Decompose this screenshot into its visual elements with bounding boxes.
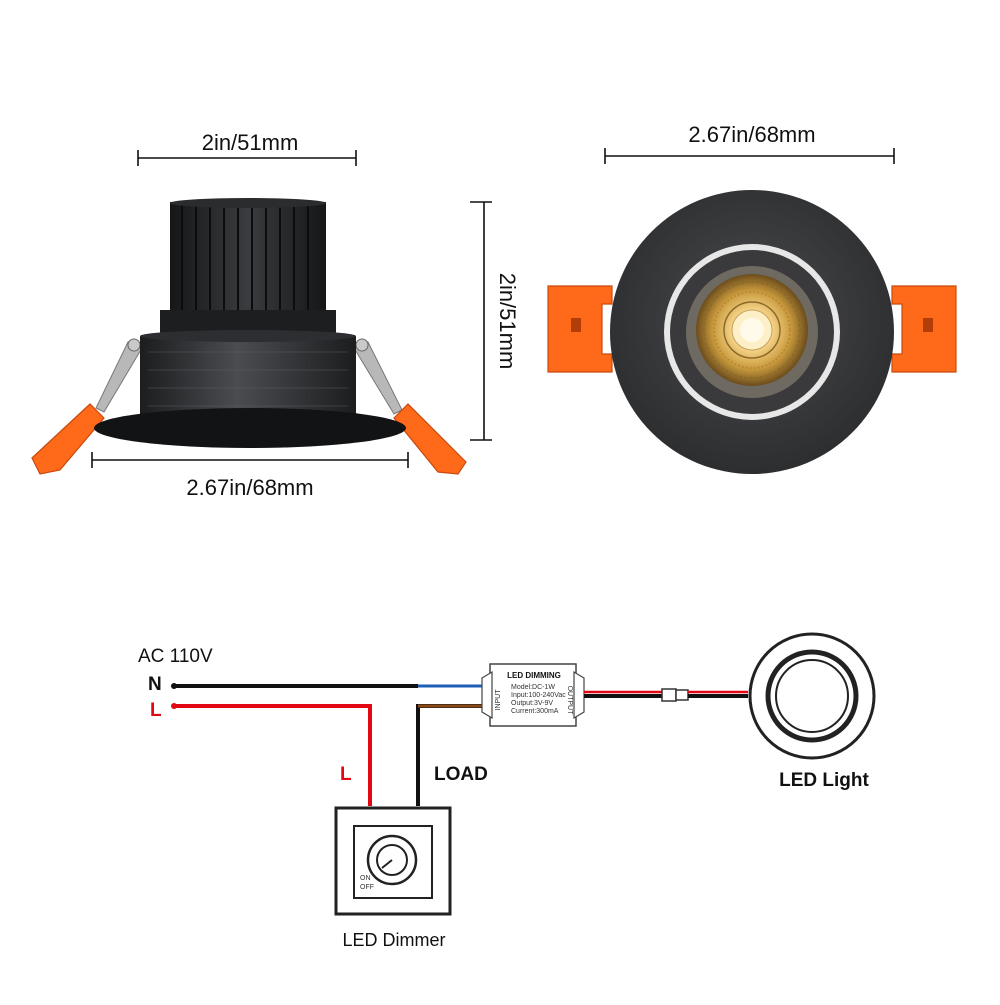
dimmer-off-label: OFF bbox=[360, 884, 374, 891]
driver-fine-print-4: Current:300mA bbox=[511, 708, 559, 715]
load-label: LOAD bbox=[434, 764, 488, 785]
driver-output-side: OUTPUT bbox=[566, 686, 573, 716]
led-light-caption: LED Light bbox=[779, 770, 869, 791]
live-wire bbox=[174, 704, 372, 806]
neutral-label: N bbox=[148, 674, 162, 695]
side-bottom-width-dimension: 2.67in/68mm bbox=[91, 452, 409, 500]
led-driver: LED DIMMING Model:DC-1W Input:100-240Vac… bbox=[481, 663, 585, 727]
driver-fine-print-1: Model:DC-1W bbox=[511, 684, 555, 691]
load-wire bbox=[416, 704, 482, 806]
driver-label: LED DIMMING bbox=[507, 671, 561, 680]
driver-fine-print-3: Output:3V-9V bbox=[511, 700, 553, 707]
front-width-label: 2.67in/68mm bbox=[688, 122, 815, 147]
housing-flange bbox=[94, 408, 406, 448]
spring-clip-right bbox=[353, 338, 467, 475]
led-dimmer: ON OFF bbox=[334, 806, 452, 916]
cable-connector bbox=[661, 688, 689, 702]
front-clip-right bbox=[891, 285, 957, 373]
heat-sink bbox=[170, 198, 326, 312]
led-lens bbox=[696, 274, 808, 386]
side-height-dimension: 2in/51mm bbox=[470, 201, 520, 441]
front-width-dimension: 2.67in/68mm bbox=[604, 122, 895, 164]
side-top-width-dimension: 2in/51mm bbox=[137, 130, 357, 166]
led-light-icon bbox=[748, 632, 876, 760]
dimmer-on-label: ON bbox=[360, 875, 371, 882]
led-dimmer-caption: LED Dimmer bbox=[342, 930, 445, 950]
driver-fine-print-2: Input:100-240Vac bbox=[511, 692, 566, 699]
side-view: 2in/51mm bbox=[31, 130, 520, 500]
wiring-diagram: AC 110V N L L LOAD LED DIMMING Model:DC-… bbox=[138, 632, 876, 950]
front-clip-left bbox=[547, 285, 613, 373]
driver-input-side: INPUT bbox=[495, 689, 502, 711]
front-view: 2.67in/68mm bbox=[547, 122, 957, 474]
side-height-label: 2in/51mm bbox=[495, 273, 520, 370]
side-top-width-label: 2in/51mm bbox=[202, 130, 299, 155]
live-drop-label: L bbox=[340, 764, 352, 785]
side-bottom-width-label: 2.67in/68mm bbox=[186, 475, 313, 500]
live-label: L bbox=[150, 700, 162, 721]
supply-label: AC 110V bbox=[138, 646, 213, 667]
spring-clip-left bbox=[31, 338, 143, 475]
